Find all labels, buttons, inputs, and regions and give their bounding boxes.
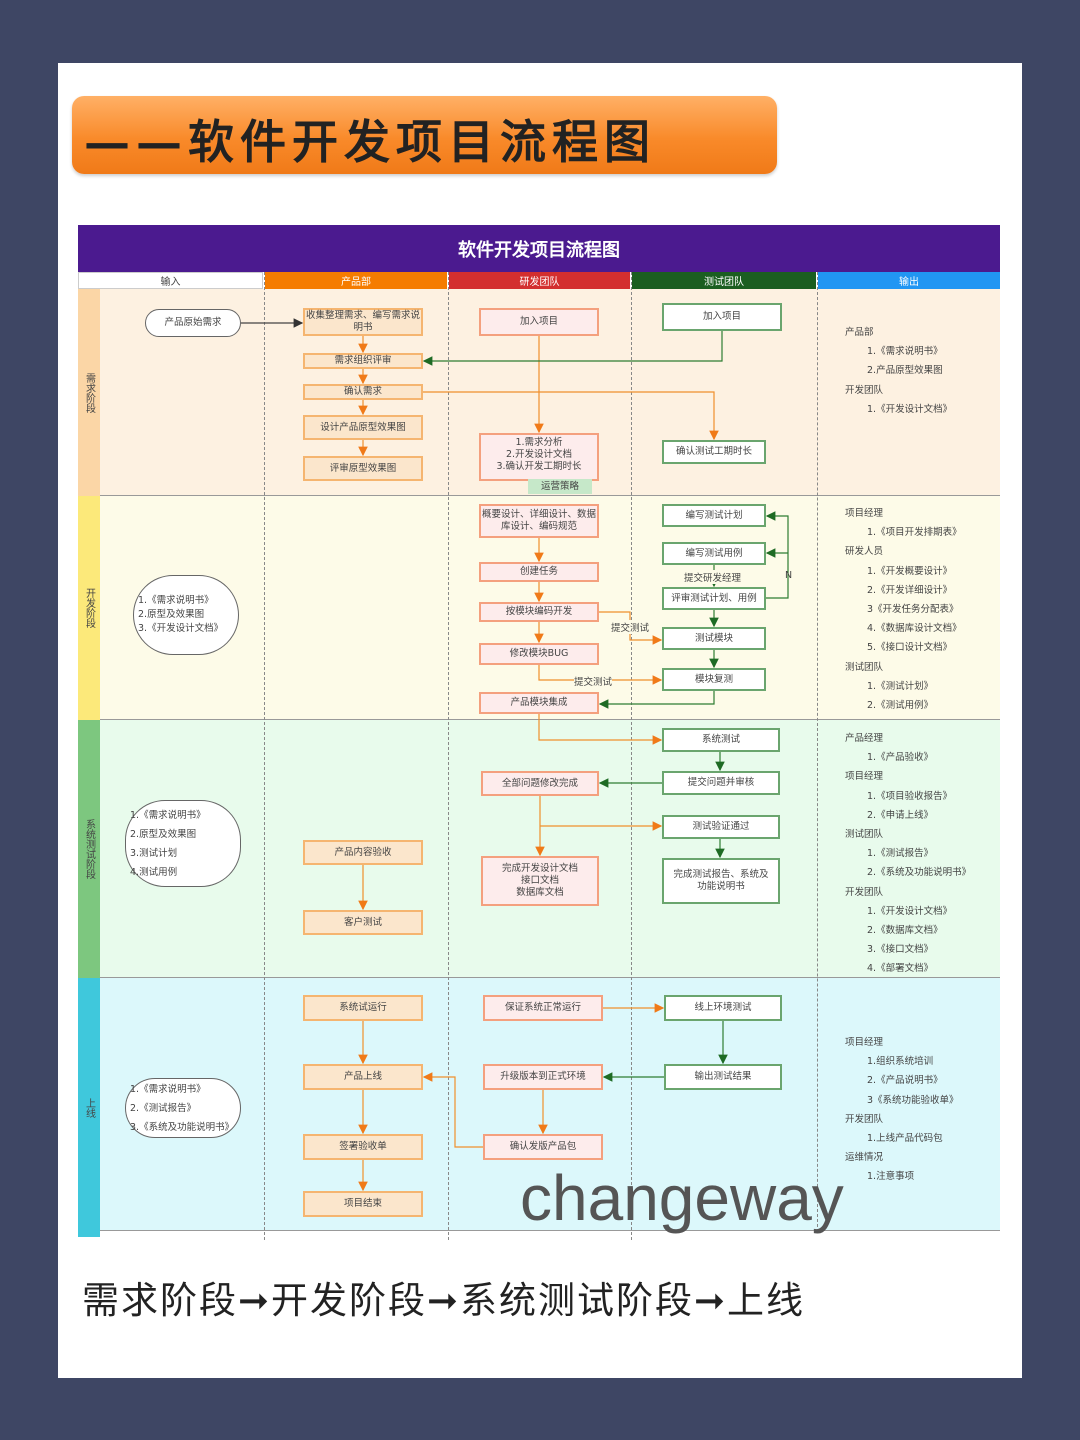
column-divider xyxy=(448,272,449,1240)
phase-row-system-test xyxy=(100,720,1000,978)
node-write-test-plan[interactable]: 编写测试计划 xyxy=(662,504,766,527)
node-launch-inputs[interactable]: 1.《需求说明书》 2.《测试报告》 3.《系统及功能说明书》 xyxy=(125,1078,241,1138)
node-upgrade-production[interactable]: 升级版本到正式环境 xyxy=(483,1064,603,1090)
node-project-end[interactable]: 项目结束 xyxy=(303,1191,423,1217)
node-sign-acceptance[interactable]: 签署验收单 xyxy=(303,1134,423,1160)
column-input: 输入 xyxy=(78,272,263,289)
node-confirm-release-package[interactable]: 确认发版产品包 xyxy=(483,1134,603,1160)
phase-label: 上线 xyxy=(78,978,100,1237)
node-dev-join-project[interactable]: 加入项目 xyxy=(479,308,599,336)
column-divider xyxy=(817,272,818,1232)
column-dev: 研发团队 xyxy=(449,272,630,289)
label-submit-test: 提交测试 xyxy=(574,674,613,688)
footer-phase-summary: 需求阶段➞开发阶段➞系统测试阶段➞上线 xyxy=(82,1279,806,1322)
phase-label: 开发阶段 xyxy=(78,496,100,720)
label-submit-manager: 提交研发经理 xyxy=(684,570,742,584)
node-system-test-inputs[interactable]: 1.《需求说明书》 2.原型及效果图 3.测试计划 4.测试用例 xyxy=(125,800,241,887)
label-submit-test: 提交测试 xyxy=(611,620,650,634)
phase-label: 系统测试阶段 xyxy=(78,720,100,978)
node-system-test[interactable]: 系统测试 xyxy=(662,728,780,752)
watermark-text: changeway xyxy=(520,1162,844,1234)
node-confirm-requirements[interactable]: 确认需求 xyxy=(303,384,423,400)
node-collect-requirements[interactable]: 收集整理需求、编写需求说明书 xyxy=(303,308,423,336)
column-output: 输出 xyxy=(818,272,1000,289)
phase-label: 需求阶段 xyxy=(78,289,100,496)
title-banner: ——软件开发项目流程图 xyxy=(72,96,777,174)
node-all-issues-fixed[interactable]: 全部问题修改完成 xyxy=(481,771,599,796)
node-module-retest[interactable]: 模块复测 xyxy=(662,668,766,691)
node-review-prototype[interactable]: 评审原型效果图 xyxy=(303,456,423,481)
node-test-join-project[interactable]: 加入项目 xyxy=(662,303,782,331)
node-submit-issues[interactable]: 提交问题并审核 xyxy=(662,771,780,795)
node-output-test-results[interactable]: 输出测试结果 xyxy=(664,1064,782,1090)
node-ensure-normal-operation[interactable]: 保证系统正常运行 xyxy=(483,995,603,1021)
node-outline-design[interactable]: 概要设计、详细设计、数据库设计、编码规范 xyxy=(479,504,599,538)
node-raw-requirements[interactable]: 产品原始需求 xyxy=(145,309,241,337)
node-dev-inputs[interactable]: 1.《需求说明书》 2.原型及效果图 3.《开发设计文档》 xyxy=(133,575,239,655)
node-create-tasks[interactable]: 创建任务 xyxy=(479,562,599,582)
node-requirements-analysis[interactable]: 1.需求分析 2.开发设计文档 3.确认开发工期时长 xyxy=(479,433,599,481)
node-test-verified[interactable]: 测试验证通过 xyxy=(662,815,780,839)
label-no: N xyxy=(785,570,793,581)
node-customer-test[interactable]: 客户测试 xyxy=(303,910,423,935)
node-module-integration[interactable]: 产品模块集成 xyxy=(479,692,599,714)
diagram-title: 软件开发项目流程图 xyxy=(78,225,1000,272)
node-product-launch[interactable]: 产品上线 xyxy=(303,1064,423,1090)
node-online-env-test[interactable]: 线上环境测试 xyxy=(664,995,782,1021)
node-test-module[interactable]: 测试模块 xyxy=(662,627,766,650)
banner-title: ——软件开发项目流程图 xyxy=(84,115,656,169)
node-design-prototype[interactable]: 设计产品原型效果图 xyxy=(303,415,423,440)
column-divider xyxy=(631,272,632,1240)
tag-operation-strategy: 运营策略 xyxy=(528,479,592,494)
node-trial-run[interactable]: 系统试运行 xyxy=(303,995,423,1021)
node-fix-module-bug[interactable]: 修改模块BUG xyxy=(479,643,599,665)
node-module-coding[interactable]: 按模块编码开发 xyxy=(479,602,599,622)
node-complete-dev-docs[interactable]: 完成开发设计文档 接口文档 数据库文档 xyxy=(481,856,599,906)
node-requirements-review[interactable]: 需求组织评审 xyxy=(303,353,423,369)
column-product: 产品部 xyxy=(265,272,447,289)
node-confirm-test-duration[interactable]: 确认测试工期时长 xyxy=(662,440,766,464)
column-test: 测试团队 xyxy=(632,272,816,289)
node-product-acceptance[interactable]: 产品内容验收 xyxy=(303,840,423,865)
column-divider xyxy=(264,272,265,1240)
node-write-test-cases[interactable]: 编写测试用例 xyxy=(662,542,766,565)
node-complete-test-report[interactable]: 完成测试报告、系统及功能说明书 xyxy=(662,858,780,904)
node-review-test-plan[interactable]: 评审测试计划、用例 xyxy=(662,587,766,610)
